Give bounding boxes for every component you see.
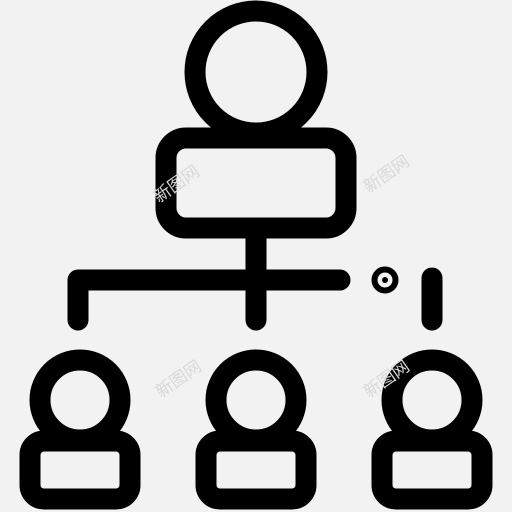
bottom-left-person-body: [19, 430, 141, 510]
bottom-right-person-body: [371, 430, 493, 510]
bottom-right-person-icon: [371, 349, 493, 510]
top-person-icon: [155, 0, 357, 239]
bottom-center-person-head: [205, 349, 307, 451]
bottom-left-person-icon: [19, 349, 141, 510]
left-branch-line: [67, 269, 351, 331]
hierarchy-connector-icon: [67, 217, 443, 331]
bottom-center-person-body: [195, 430, 317, 510]
bottom-center-person-icon: [195, 349, 317, 510]
bottom-left-person-head: [29, 349, 131, 451]
dotted-connector-dot: [371, 266, 399, 294]
top-person-head: [184, 0, 328, 144]
